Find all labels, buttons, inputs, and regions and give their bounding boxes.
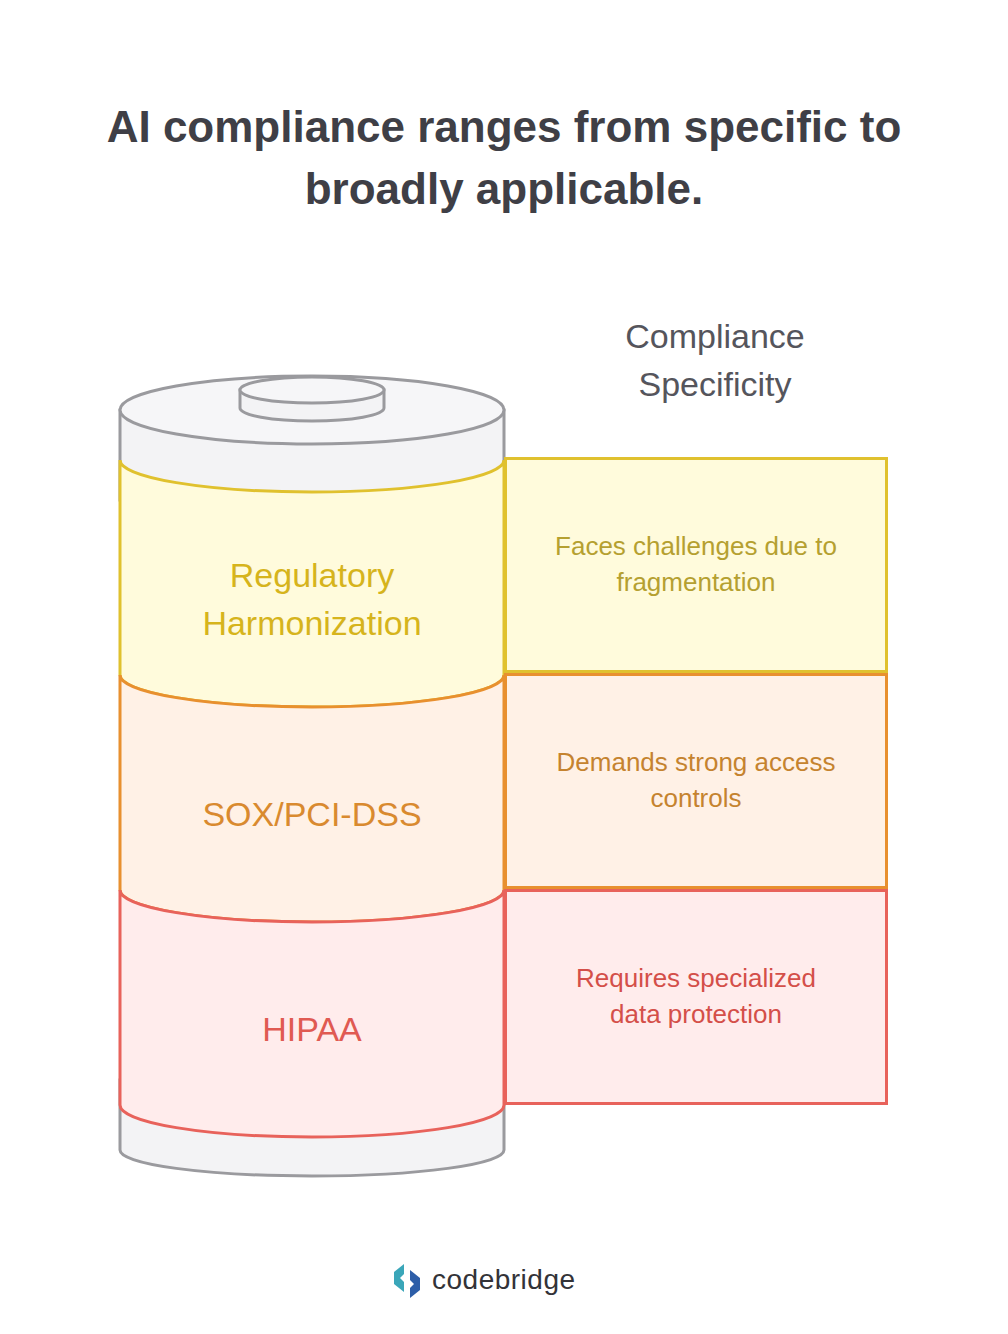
band-label: SOX/PCI-DSS bbox=[202, 791, 421, 839]
battery-band: SOX/PCI-DSS bbox=[120, 675, 504, 922]
column-heading: Compliance Specificity bbox=[560, 312, 870, 409]
title: AI compliance ranges from specific to br… bbox=[24, 96, 984, 220]
description-box: Faces challenges due to fragmentation bbox=[504, 457, 888, 673]
description-text: Demands strong access controls bbox=[551, 745, 841, 817]
band-outline bbox=[120, 460, 504, 707]
description-text: Faces challenges due to fragmentation bbox=[551, 529, 841, 601]
band-label: Regulatory Harmonization bbox=[142, 552, 482, 647]
description-box: Requires specialized data protection bbox=[504, 889, 888, 1105]
battery-band: HIPAA bbox=[120, 890, 504, 1137]
band-outline bbox=[120, 675, 504, 922]
description-box: Demands strong access controls bbox=[504, 673, 888, 889]
logo-text: codebridge bbox=[432, 1263, 632, 1297]
battery-top bbox=[120, 376, 504, 444]
battery-terminal-top bbox=[240, 377, 384, 403]
description-text: Requires specialized data protection bbox=[551, 961, 841, 1033]
band-outline bbox=[120, 890, 504, 1137]
logo-icon bbox=[394, 1264, 420, 1298]
battery-band: Regulatory Harmonization bbox=[120, 460, 504, 707]
band-label: HIPAA bbox=[262, 1006, 362, 1054]
